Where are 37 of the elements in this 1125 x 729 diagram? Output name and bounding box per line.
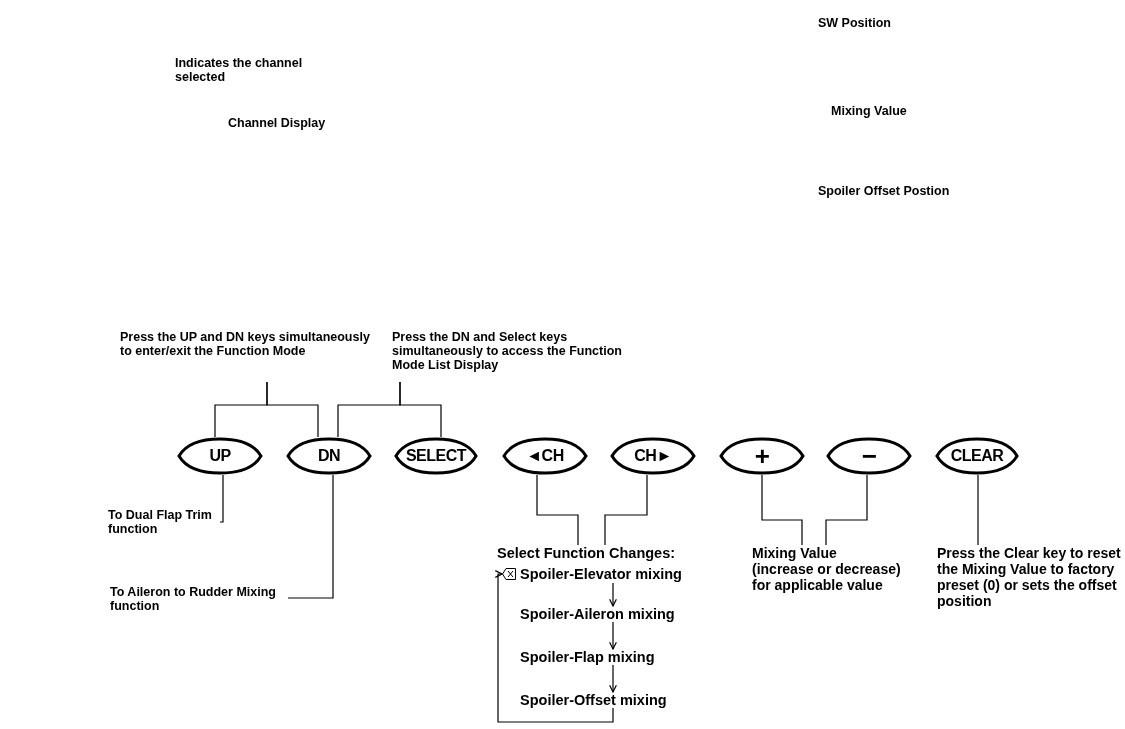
key-button: −: [824, 437, 914, 475]
annotation-text: To Dual Flap Trim function: [108, 508, 220, 536]
key-button: +: [717, 437, 807, 475]
list-item-text: Spoiler-Flap mixing: [520, 649, 680, 665]
key-button: CH►: [608, 437, 698, 475]
list-item-text: Spoiler-Aileron mixing: [520, 606, 710, 622]
annotation-text: Mixing Value (increase or decrease) for applicable value: [752, 545, 902, 593]
leader-line: [287, 474, 334, 599]
leader-line: [399, 381, 442, 438]
leader-line: [604, 474, 648, 546]
leader-line: [266, 381, 319, 438]
label-text: Mixing Value: [831, 104, 908, 118]
leader-line: [536, 474, 579, 546]
label-text: Spoiler Offset Postion: [818, 184, 951, 198]
annotation-text: To Aileron to Rudder Mixing function: [110, 585, 288, 613]
annotation-text: Press the UP and DN keys simultaneously to enter/exit the Function Mode: [120, 330, 375, 358]
leader-line: [219, 474, 224, 523]
arrow: [609, 621, 617, 650]
leader-line: [761, 474, 803, 546]
leader-line: [977, 474, 979, 546]
list-item-text: Spoiler-Elevator mixing: [520, 565, 682, 583]
list-item-text: Spoiler-Offset mixing: [520, 692, 690, 708]
arrow: [609, 664, 617, 693]
key-button: SELECT: [392, 437, 480, 475]
leader-line: [825, 474, 868, 546]
label-text: Channel Display: [228, 116, 327, 130]
key-button: UP: [175, 437, 265, 475]
key-button: DN: [284, 437, 374, 475]
annotation-text: Press the Clear key to reset the Mixing Value to factory preset (0) or sets the offset position: [937, 545, 1125, 609]
key-button: ◄CH: [500, 437, 590, 475]
label-text: SW Position: [818, 16, 892, 30]
annotation-text: Press the DN and Select keys simultaneously to access the Function Mode List Display: [392, 330, 654, 372]
arrow: [494, 570, 614, 723]
key-button: CLEAR: [933, 437, 1021, 475]
annotation-text: Select Function Changes:: [497, 545, 727, 561]
label-text: Indicates the channel selected: [175, 56, 304, 84]
arrow: [609, 582, 617, 607]
